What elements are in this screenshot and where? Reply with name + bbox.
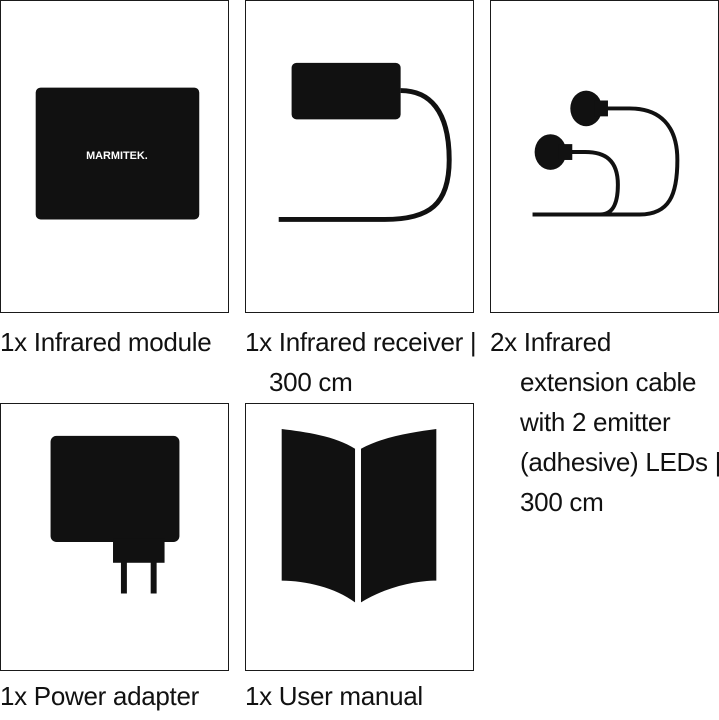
caption-line: 1x User manual <box>245 681 423 711</box>
extension-cable-card <box>490 0 719 313</box>
extension-cable-icon <box>532 90 680 217</box>
brand-logo-text: MARMITEK. <box>86 150 148 162</box>
power-adapter-card <box>0 403 229 671</box>
caption-line: 300 cm <box>520 487 604 517</box>
user-manual-card <box>245 403 474 671</box>
caption-line: (adhesive) LEDs | <box>520 447 719 477</box>
caption-line: 2x Infrared <box>490 327 611 357</box>
infrared-receiver-card <box>245 0 474 313</box>
caption-line: extension cable <box>520 367 697 397</box>
caption-user-manual: 1x User manual <box>245 676 423 716</box>
caption-infrared-receiver: 1x Infrared receiver | 300 cm <box>245 322 477 402</box>
infrared-receiver-icon <box>278 62 452 222</box>
infrared-module-card: MARMITEK. <box>0 0 229 313</box>
caption-infrared-module: 1x Infrared module <box>0 322 212 362</box>
infrared-module-icon: MARMITEK. <box>35 87 200 220</box>
caption-line: 1x Power adapter <box>0 681 199 711</box>
caption-line: with 2 emitter <box>520 407 671 437</box>
caption-line: 1x Infrared module <box>0 327 212 357</box>
caption-power-adapter: 1x Power adapter <box>0 676 199 716</box>
caption-extension-cable: 2x Infrared extension cable with 2 emitt… <box>490 322 719 522</box>
caption-line: 300 cm <box>269 367 353 397</box>
user-manual-icon <box>281 428 437 603</box>
power-adapter-icon <box>50 435 180 594</box>
caption-line: 1x Infrared receiver | <box>245 327 477 357</box>
